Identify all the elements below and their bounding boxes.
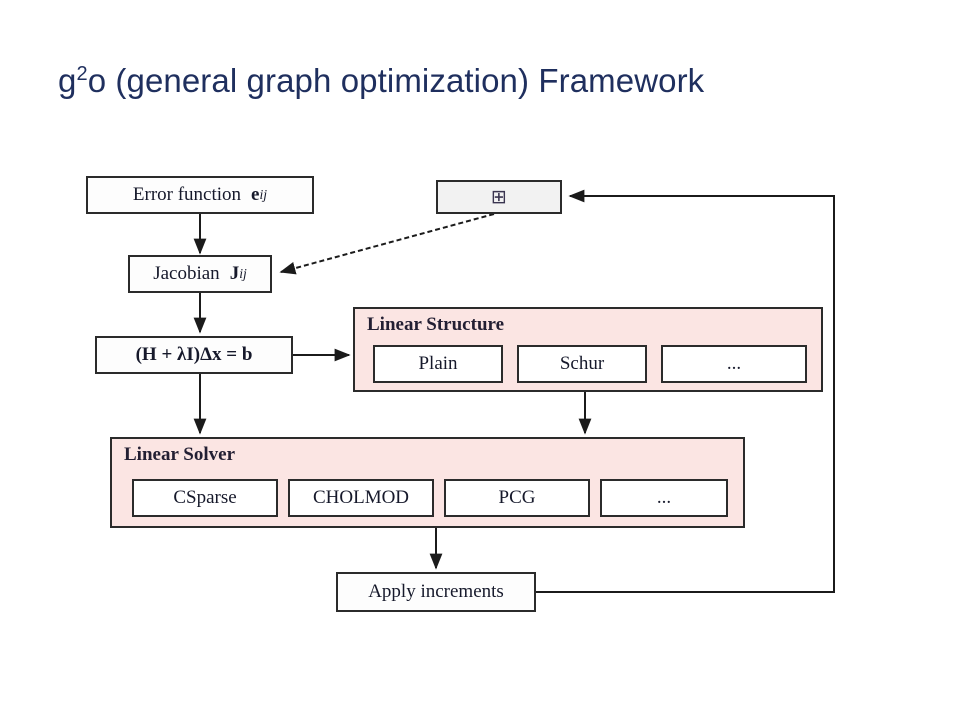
edge-boxplus-to-jacobian [279, 213, 495, 275]
node-boxplus[interactable]: ⊞ [436, 180, 562, 214]
node-plain-label: Plain [418, 353, 458, 374]
node-normal-equation-label: (H + λI)Δx = b [135, 344, 253, 365]
group-linear-solver-title: Linear Solver [124, 444, 236, 465]
node-pcg[interactable]: PCG [444, 479, 590, 517]
node-linear-structure-more-label: ... [726, 353, 742, 374]
node-error-function-symbol: e [251, 184, 260, 205]
node-apply-increments[interactable]: Apply increments [336, 572, 536, 612]
group-linear-solver: Linear Solver CSparse CHOLMOD PCG ... [110, 437, 745, 528]
node-linear-solver-more-label: ... [656, 487, 672, 508]
node-linear-solver-more[interactable]: ... [600, 479, 728, 517]
title-rest: o (general graph optimization) Framework [87, 62, 705, 99]
node-cholmod-label: CHOLMOD [312, 487, 410, 508]
node-jacobian-symbol: J [229, 263, 240, 284]
node-plain[interactable]: Plain [373, 345, 503, 383]
node-linear-structure-more[interactable]: ... [661, 345, 807, 383]
group-linear-structure-title: Linear Structure [367, 314, 505, 335]
node-cholmod[interactable]: CHOLMOD [288, 479, 434, 517]
group-linear-structure: Linear Structure Plain Schur ... [353, 307, 823, 392]
edge-apply-to-boxplus-feedback [536, 189, 835, 593]
node-csparse[interactable]: CSparse [132, 479, 278, 517]
node-jacobian-label: Jacobian [153, 263, 220, 284]
title-prefix: g [58, 62, 77, 99]
node-error-function-label: Error function [132, 184, 242, 205]
node-schur-label: Schur [559, 353, 605, 374]
node-schur[interactable]: Schur [517, 345, 647, 383]
node-apply-increments-label: Apply increments [368, 581, 504, 602]
node-csparse-label: CSparse [173, 487, 237, 508]
title-superscript: 2 [76, 63, 88, 85]
boxplus-icon: ⊞ [491, 185, 507, 208]
node-normal-equation[interactable]: (H + λI)Δx = b [95, 336, 293, 374]
page-title: g2o (general graph optimization) Framewo… [58, 62, 898, 100]
node-pcg-label: PCG [498, 487, 536, 508]
